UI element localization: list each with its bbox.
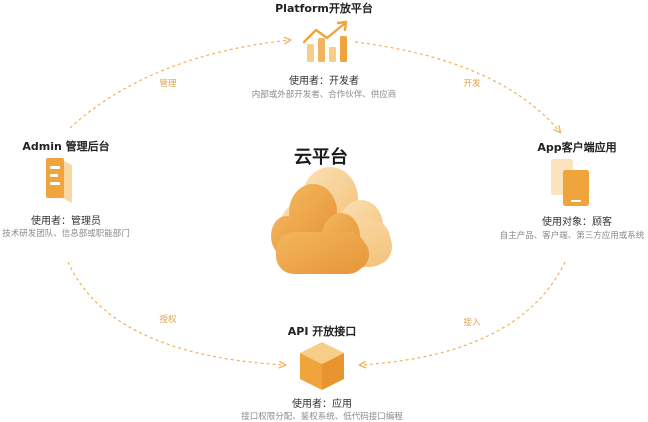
edge-label-authorize: 授权: [159, 315, 177, 325]
center-title: 云平台: [294, 147, 348, 168]
edge-label-access: 接入: [463, 318, 481, 328]
box-icon: [300, 342, 344, 390]
arrow-app-to-api: [360, 261, 566, 365]
edge-label-develop: 开发: [463, 79, 481, 89]
admin-user: 使用者：管理员: [31, 216, 101, 227]
arrow-platform-to-app: [354, 41, 560, 132]
app-desc: 自主产品、客户端、第三方应用或系统: [499, 231, 645, 241]
platform-title: Platform开放平台: [275, 2, 373, 15]
admin-title: Admin 管理后台: [22, 140, 110, 153]
devices-icon: [551, 159, 589, 206]
app-user: 使用对象：顾客: [542, 217, 612, 228]
api-title: API 开放接口: [287, 325, 357, 338]
edge-label-manage: 管理: [159, 79, 177, 89]
arrow-admin-to-platform: [69, 40, 290, 129]
api-desc: 接口权限分配、鉴权系统、低代码接口编程: [241, 412, 403, 422]
platform-desc: 内部或外部开发者、合作伙伴、供应商: [251, 90, 397, 100]
bar-chart-trend-icon: [302, 20, 348, 62]
api-user: 使用者：应用: [292, 399, 352, 410]
document-panel-icon: [46, 158, 72, 203]
app-title: App客户端应用: [537, 141, 617, 154]
arrow-admin-to-api: [67, 261, 285, 365]
cloud-icon: [271, 167, 392, 274]
platform-user: 使用者：开发者: [289, 76, 359, 87]
admin-desc: 技术研发团队、信息部或职能部门: [2, 229, 130, 239]
